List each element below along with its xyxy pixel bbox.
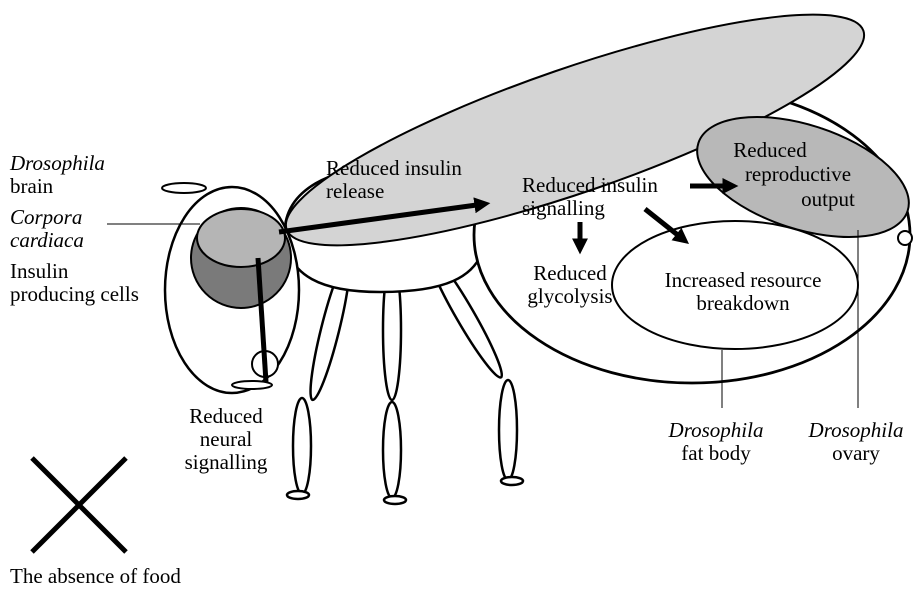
release-label-1: Reduced insulin xyxy=(326,156,462,180)
leg-3-lower xyxy=(499,380,517,480)
glycolysis-label-2: glycolysis xyxy=(527,284,612,308)
leg-2-lower xyxy=(383,402,401,498)
brain-organ-label: brain xyxy=(10,174,54,198)
resource-label-2: breakdown xyxy=(696,291,790,315)
ovary-species-label: Drosophila xyxy=(808,418,904,442)
release-label-2: release xyxy=(326,179,384,203)
insulin-cells-label-1: Insulin xyxy=(10,259,69,283)
insulin-cells-label-2: producing cells xyxy=(10,282,139,306)
leg-3-foot xyxy=(501,477,523,485)
absence-of-food-label: The absence of food xyxy=(10,564,181,588)
antenna xyxy=(162,183,206,193)
reproductive-label-1: Reduced xyxy=(733,138,807,162)
leg-2-foot xyxy=(384,496,406,504)
corpora-cardiaca-label-1: Corpora xyxy=(10,205,82,229)
signalling-label-2: signalling xyxy=(522,196,605,220)
signalling-label-1: Reduced insulin xyxy=(522,173,658,197)
reproductive-label-2: reproductive xyxy=(745,162,851,186)
resource-label-1: Increased resource xyxy=(665,268,822,292)
head xyxy=(162,183,299,393)
neural-label-2: neural xyxy=(200,427,253,451)
abdomen-tip xyxy=(898,231,912,245)
cross-icon xyxy=(32,458,126,552)
corpora-cardiaca-label-2: cardiaca xyxy=(10,228,84,252)
corpora-cardiaca xyxy=(197,209,285,267)
leg-1-foot xyxy=(287,491,309,499)
neural-label-3: signalling xyxy=(185,450,268,474)
glycolysis-label-1: Reduced xyxy=(533,261,607,285)
reproductive-label-3: output xyxy=(801,187,855,211)
proboscis xyxy=(232,381,272,389)
fat-body-organ-label: fat body xyxy=(681,441,751,465)
neural-label-1: Reduced xyxy=(189,404,263,428)
fat-body-species-label: Drosophila xyxy=(668,418,764,442)
leg-1-lower xyxy=(293,398,311,494)
ovary-organ-label: ovary xyxy=(832,441,880,465)
brain-species-label: Drosophila xyxy=(9,151,105,175)
